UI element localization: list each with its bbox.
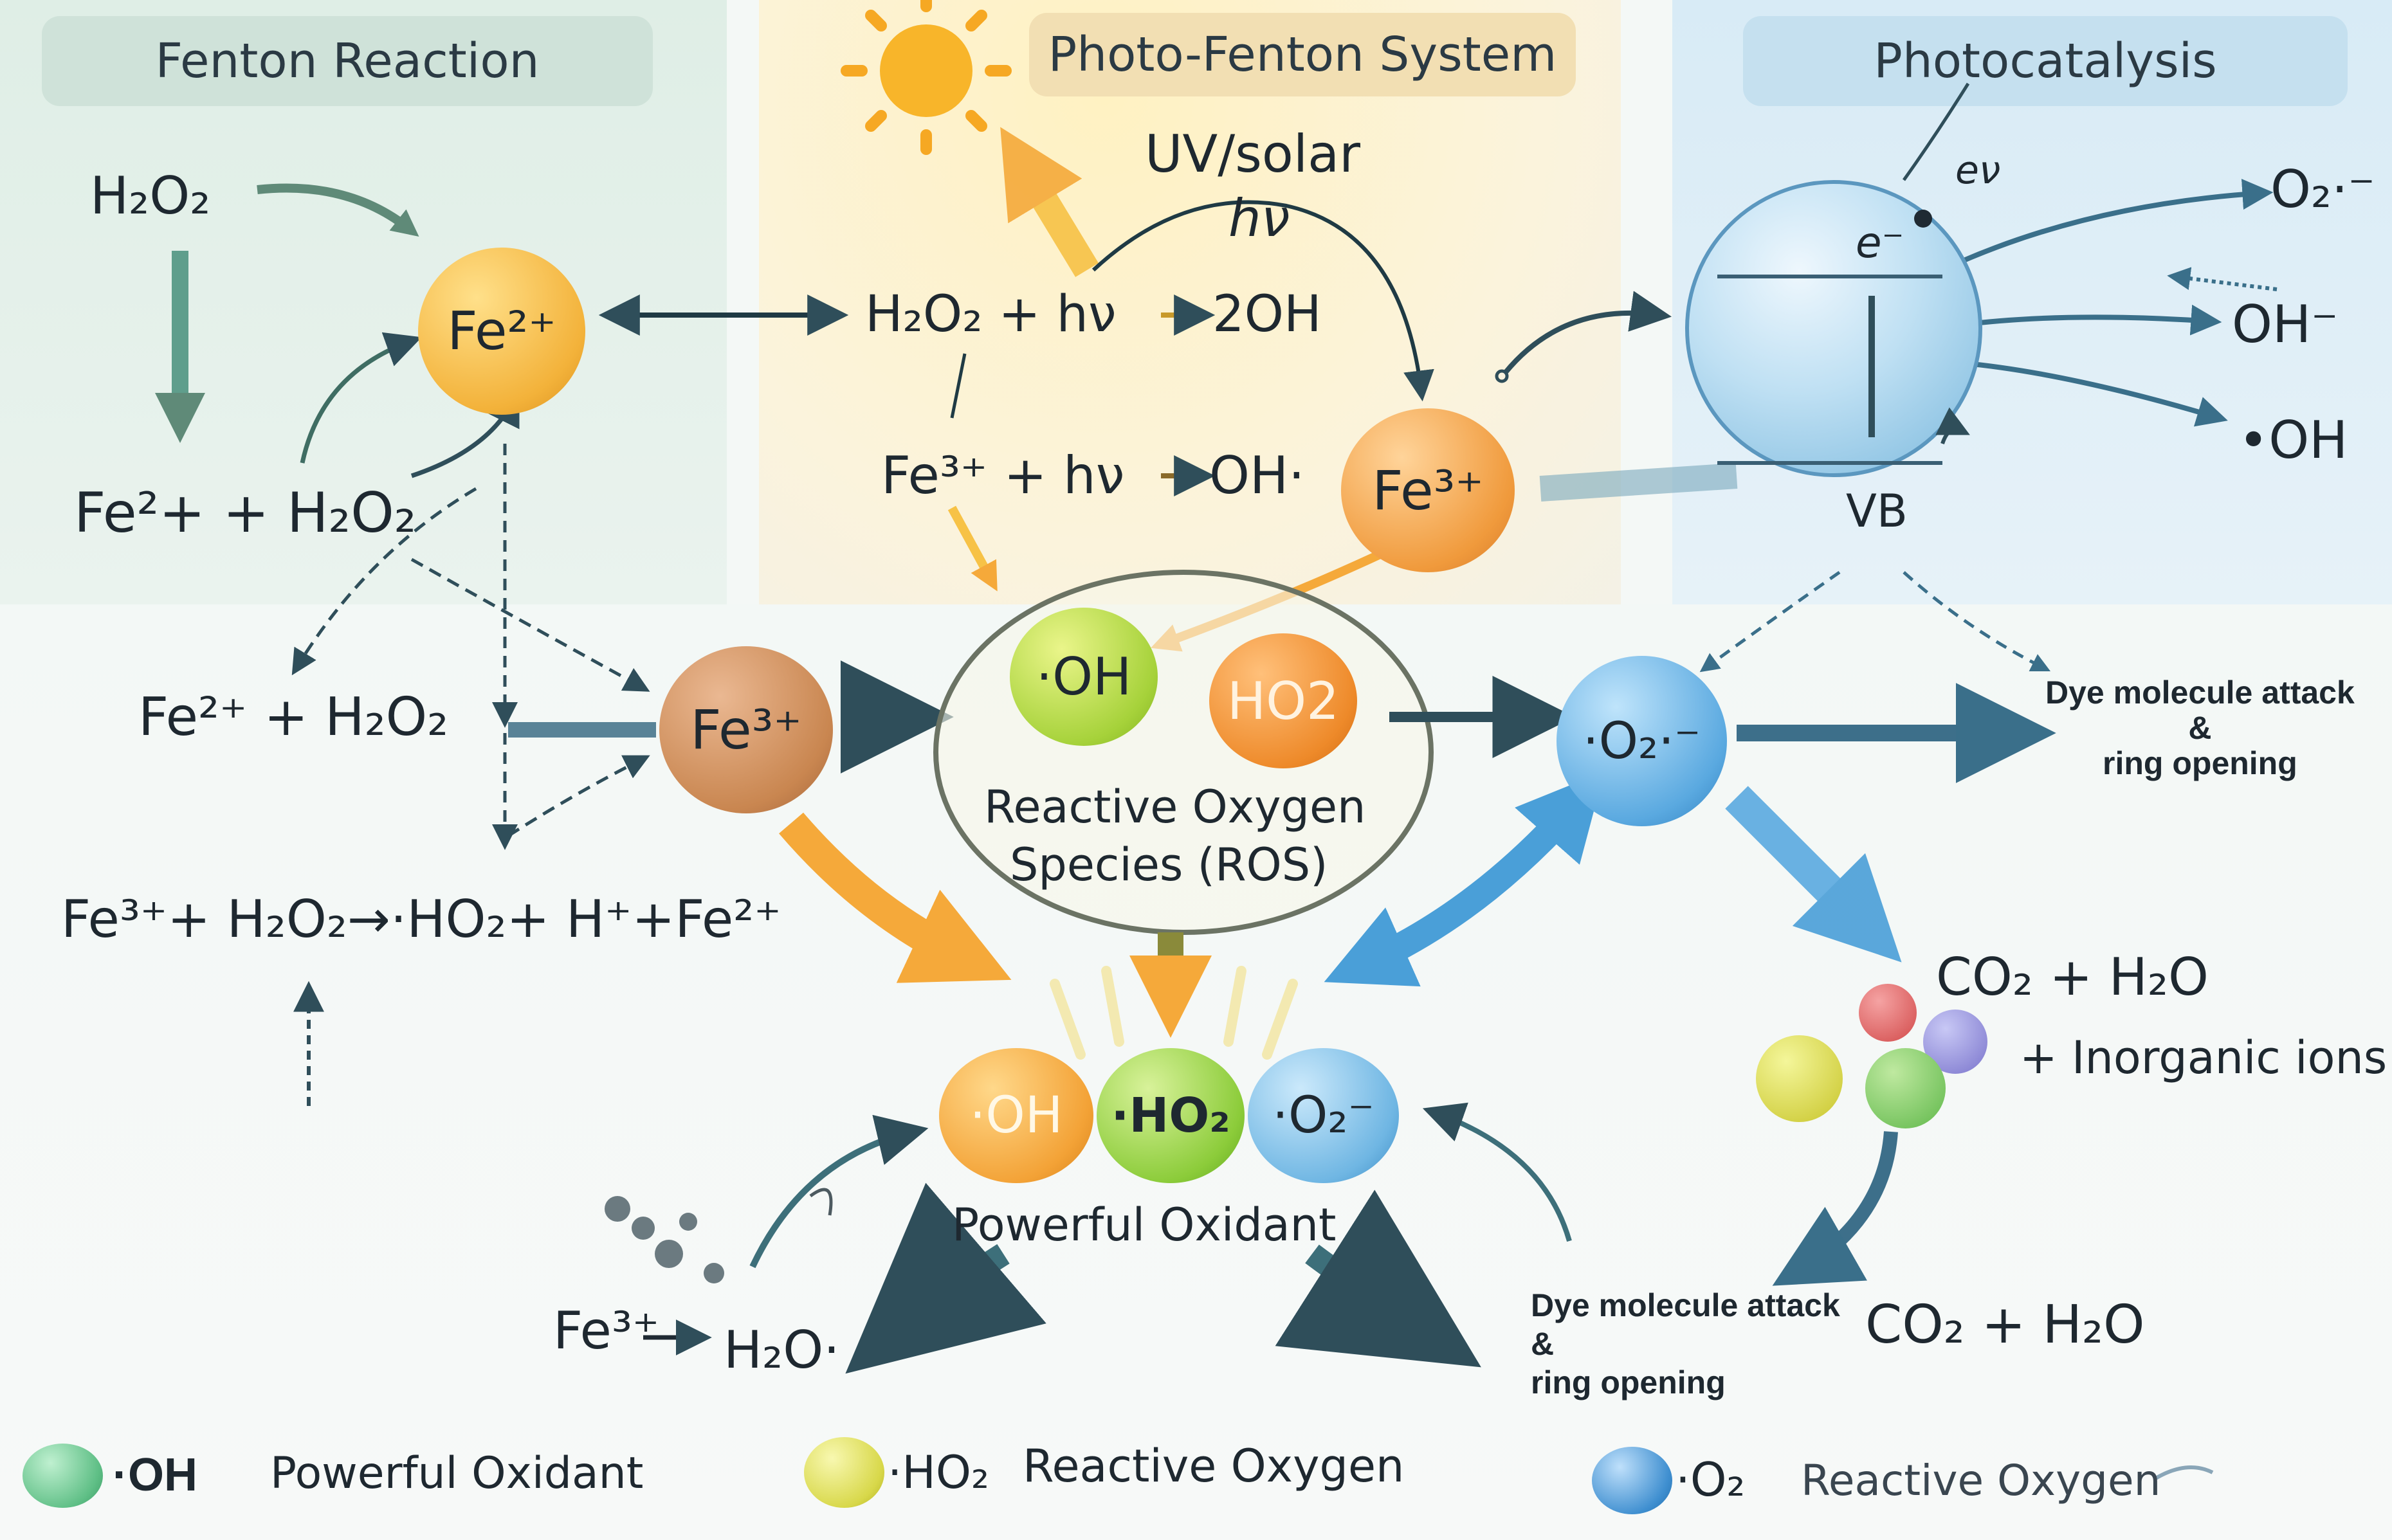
oh-radical-circle: ·OH	[1010, 608, 1158, 746]
legend-o2-text: Reactive Oxygen	[1801, 1456, 2161, 1505]
bottom-eq-fe3: Fe³⁺	[553, 1301, 660, 1361]
fenton-eq-fe3: Fe³⁺+ H₂O₂→·HO₂+ H⁺+Fe²⁺	[61, 889, 781, 949]
molecule-icon	[605, 1196, 724, 1283]
legend-o2-symbol: ·O₂	[1675, 1453, 1746, 1507]
co2-h2o-product: CO₂ + H₂O	[1936, 947, 2209, 1007]
oxidant-ho2-circle: ·HO₂	[1097, 1048, 1245, 1183]
photocatalyst-sphere	[1685, 180, 1982, 477]
superoxide-product: O₂·⁻	[2270, 159, 2375, 219]
dye-attack-label-1: Dye molecule attack & ring opening	[2045, 675, 2355, 781]
fenton-eq-fe2-second: Fe²⁺ + H₂O₂	[138, 687, 449, 748]
dye-attack-label-2: Dye molecule attack & ring opening	[1531, 1287, 1840, 1400]
pf-eq1-right: 2OH	[1212, 285, 1322, 343]
legend-ho2-text: Reactive Oxygen	[1023, 1440, 1405, 1492]
fe3-circle-center: Fe³⁺	[1341, 408, 1515, 572]
inorganic-ions-label: + Inorganic ions	[2020, 1031, 2387, 1084]
powerful-oxidant-label: Powerful Oxidant	[952, 1199, 1337, 1251]
hydroxide-product: OH⁻	[2232, 294, 2339, 354]
electron-exc-label: eν	[1955, 148, 2001, 193]
oxidant-o2-circle: ·O₂⁻	[1248, 1048, 1399, 1183]
legend-o2-swatch	[1592, 1447, 1672, 1514]
ros-line2: Species (ROS)	[1010, 838, 1328, 891]
pf-eq1-left: H₂O₂ + hν	[865, 285, 1117, 343]
header-photocatalysis: Photocatalysis	[1743, 16, 2348, 106]
legend-ho2-swatch	[804, 1437, 884, 1508]
bottom-eq-h2o: H₂O·	[724, 1320, 840, 1380]
legend-oh-symbol: ·OH	[113, 1449, 197, 1501]
h2o2-label: H₂O₂	[90, 166, 211, 226]
pf-eq2-left: Fe³⁺ + hν	[881, 446, 1125, 505]
product-ball-yellow	[1756, 1035, 1843, 1122]
legend-ho2-symbol: ·HO₂	[888, 1446, 990, 1499]
product-ball-red	[1859, 984, 1917, 1042]
header-photo-fenton: Photo-Fenton System	[1029, 13, 1576, 96]
legend-oh-text: Powerful Oxidant	[270, 1448, 644, 1499]
sun-icon	[841, 0, 1012, 155]
fenton-eq-fe2: Fe²+ + H₂O₂	[74, 481, 417, 545]
hv-label: hν	[1228, 188, 1290, 248]
oxidant-oh-circle: ·OH	[939, 1048, 1093, 1183]
vb-label: VB	[1846, 485, 1908, 538]
ros-line1: Reactive Oxygen	[984, 781, 1366, 833]
superoxide-circle: ·O₂·⁻	[1557, 656, 1727, 826]
legend-oh-swatch	[23, 1444, 103, 1508]
product-ball-green	[1865, 1048, 1946, 1128]
hydroxyl-radical-product: •OH	[2238, 410, 2348, 470]
ho2-circle: HO2	[1209, 633, 1357, 768]
header-fenton: Fenton Reaction	[42, 16, 653, 106]
co2-h2o-product-2: CO₂ + H₂O	[1865, 1294, 2145, 1355]
fe2-circle: Fe²⁺	[418, 248, 585, 415]
uv-solar-label: UV/solar	[1145, 124, 1360, 184]
pf-eq2-right: OH·	[1209, 446, 1305, 505]
electron-label: e⁻	[1856, 218, 1904, 267]
fe3-circle-left: Fe³⁺	[659, 646, 833, 813]
